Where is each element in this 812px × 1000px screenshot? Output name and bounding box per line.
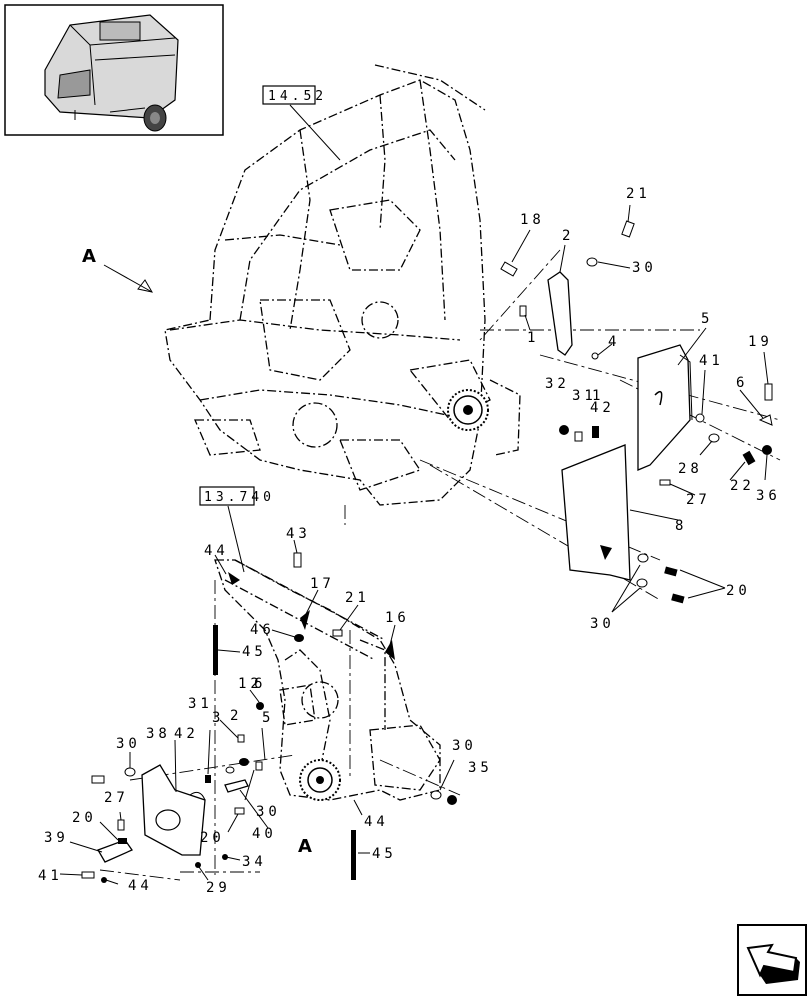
callout-6-lower: 6 <box>254 676 266 692</box>
callout-34: 34 <box>242 854 267 870</box>
callout-30-lower-b: 30 <box>256 804 281 820</box>
callout-30-upper-b: 30 <box>590 616 615 632</box>
callout-22: 22 <box>730 478 755 494</box>
callout-45-lower: 45 <box>372 846 397 862</box>
callout-1-upper-a: 1 <box>527 330 539 346</box>
callout-31-lower: 31 <box>188 696 213 712</box>
callout-20-upper: 20 <box>726 583 751 599</box>
callout-41-upper: 41 <box>699 353 724 369</box>
view-marker-a-lower: A <box>298 836 312 857</box>
callout-17: 17 <box>310 576 335 592</box>
reference-box-14-52: 14.52 <box>262 85 327 105</box>
lower-callouts: 43 44 17 21 16 46 45 12 6 31 2 3 5 42 38… <box>38 526 493 896</box>
callout-41-lower: 41 <box>38 868 63 884</box>
callout-20-lower-a: 20 <box>72 810 97 826</box>
reference-text-13-740: 13.740 <box>204 490 275 505</box>
callout-39: 39 <box>44 830 69 846</box>
callout-12: 12 <box>238 676 263 692</box>
callout-2-upper: 2 <box>562 228 574 244</box>
callout-44-bottom: 44 <box>128 878 153 894</box>
upper-callouts: 21 18 2 30 1 4 5 41 19 32 31 1 42 6 28 2… <box>520 186 781 632</box>
lower-parts <box>81 552 457 883</box>
callout-42-upper: 42 <box>590 400 615 416</box>
reference-box-13-740: 13.740 <box>199 486 275 506</box>
callout-19: 19 <box>748 334 773 350</box>
callout-1-upper-b: 1 <box>592 388 604 404</box>
callout-3: 3 <box>212 710 224 726</box>
callout-18: 18 <box>520 212 545 228</box>
reference-text-14-52: 14.52 <box>268 89 327 104</box>
upper-sprocket <box>447 389 489 431</box>
callout-27-lower: 27 <box>104 790 129 806</box>
callout-28: 28 <box>678 461 703 477</box>
callout-30-upper-a: 30 <box>632 260 657 276</box>
navigation-arrow-icon[interactable] <box>737 924 807 996</box>
lower-frame-assembly <box>214 559 441 801</box>
upper-parts <box>500 220 773 604</box>
callout-46: 46 <box>250 622 275 638</box>
callout-27-upper: 27 <box>686 492 711 508</box>
callout-6-upper: 6 <box>736 375 748 391</box>
callout-4: 4 <box>608 334 620 350</box>
view-marker-a-upper: A <box>82 246 96 267</box>
upper-center-lines <box>344 249 781 601</box>
callout-40: 40 <box>252 826 277 842</box>
callout-42-lower: 42 <box>174 726 199 742</box>
callout-5: 5 <box>701 311 713 327</box>
callout-21-upper: 21 <box>626 186 651 202</box>
shield-5 <box>637 344 691 471</box>
callout-31-upper: 31 <box>572 388 597 404</box>
callout-43: 43 <box>286 526 311 542</box>
callout-8: 8 <box>675 518 687 534</box>
callout-20-lower-b: 20 <box>200 830 225 846</box>
callout-32: 32 <box>545 376 570 392</box>
bracket-2 <box>547 271 573 356</box>
callout-29: 29 <box>206 880 231 896</box>
upper-frame-assembly <box>164 64 521 506</box>
callout-45-upper: 45 <box>242 644 267 660</box>
baler-thumbnail-icon <box>4 4 224 136</box>
callout-16: 16 <box>385 610 410 626</box>
callout-30-lower-c: 30 <box>452 738 477 754</box>
callout-30-lower-a: 30 <box>116 736 141 752</box>
callout-44-mid: 44 <box>364 814 389 830</box>
lower-leaders <box>59 505 455 885</box>
shield-38 <box>141 764 206 856</box>
callout-36: 36 <box>756 488 781 504</box>
callout-2-lower: 2 <box>230 708 242 724</box>
lower-sprocket <box>299 759 341 801</box>
callout-44-top: 44 <box>204 543 229 559</box>
shield-8 <box>561 444 631 581</box>
callout-21-lower: 21 <box>345 590 370 606</box>
callout-5-lower: 5 <box>262 710 274 726</box>
callout-35: 35 <box>468 760 493 776</box>
callout-38: 38 <box>146 726 171 742</box>
upper-leaders <box>103 104 769 613</box>
